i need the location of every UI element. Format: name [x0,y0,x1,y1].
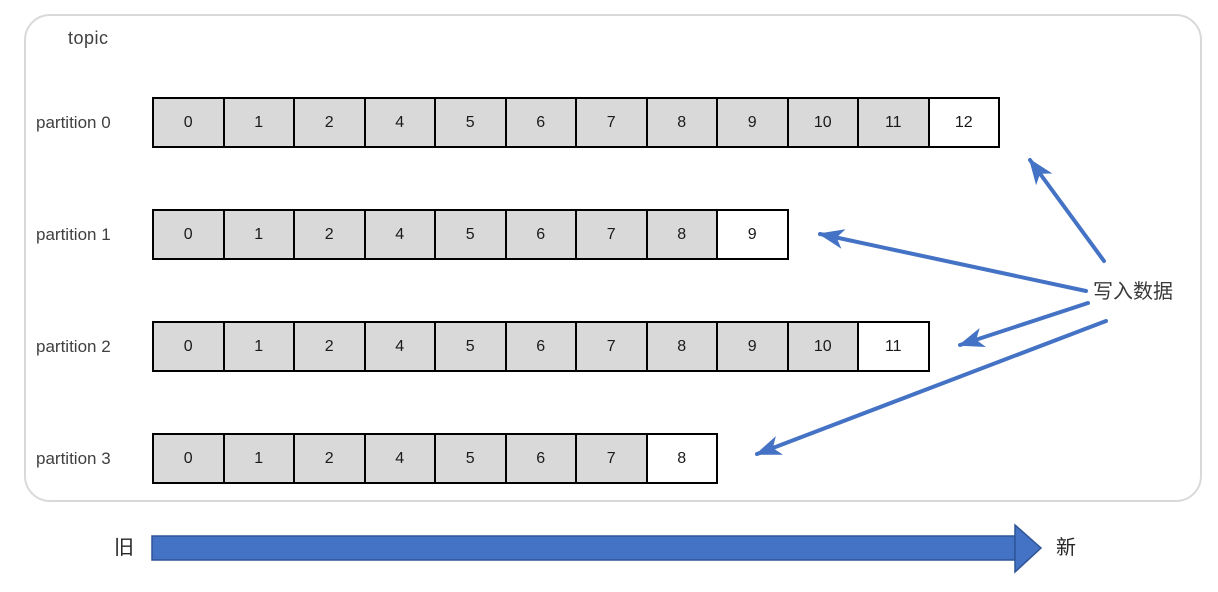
new-label: 新 [1056,537,1076,559]
message-cell: 9 [716,321,789,372]
message-cell: 2 [293,97,366,148]
partition-label-3: partition 3 [36,449,111,468]
message-cell: 5 [434,321,507,372]
message-cell: 2 [293,321,366,372]
message-cell: 2 [293,433,366,484]
message-cell: 9 [716,209,789,260]
message-cell: 8 [645,321,718,372]
message-cell: 12 [927,97,1000,148]
message-cell: 0 [152,97,225,148]
write-data-label: 写入数据 [1093,281,1173,303]
message-cell: 10 [786,97,859,148]
message-cell: 1 [222,433,295,484]
message-cell: 8 [645,97,718,148]
message-cell: 1 [222,97,295,148]
topic-label: topic [68,28,109,48]
message-cell: 4 [363,433,436,484]
message-cell: 11 [857,321,930,372]
message-cell: 6 [504,209,577,260]
partition-label-2: partition 2 [36,337,111,356]
message-cell: 1 [222,209,295,260]
message-cell: 5 [434,433,507,484]
topic-box [24,14,1202,502]
message-cell: 6 [504,321,577,372]
message-cell: 11 [857,97,930,148]
message-cell: 0 [152,209,225,260]
message-cell: 7 [575,97,648,148]
timeline-arrow-icon [151,523,1043,574]
message-cell: 9 [716,97,789,148]
message-cell: 5 [434,97,507,148]
message-cell: 4 [363,321,436,372]
message-cell: 7 [575,209,648,260]
message-cell: 4 [363,97,436,148]
message-cell: 0 [152,433,225,484]
message-cell: 0 [152,321,225,372]
message-cell: 8 [645,433,718,484]
old-label: 旧 [114,537,134,559]
message-cell: 10 [786,321,859,372]
message-cell: 7 [575,433,648,484]
message-cell: 7 [575,321,648,372]
message-cell: 2 [293,209,366,260]
partition-label-0: partition 0 [36,113,111,132]
message-cell: 6 [504,433,577,484]
message-cell: 6 [504,97,577,148]
message-cell: 5 [434,209,507,260]
message-cell: 1 [222,321,295,372]
partition-label-1: partition 1 [36,225,111,244]
message-cell: 4 [363,209,436,260]
message-cell: 8 [645,209,718,260]
